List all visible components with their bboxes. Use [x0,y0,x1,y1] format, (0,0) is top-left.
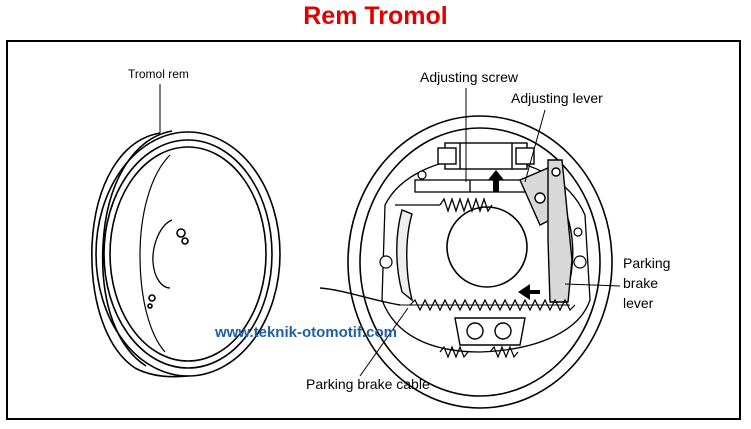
adjusting-lever-label: Adjusting lever [511,90,603,106]
parking-brake-cable [319,287,401,306]
upper-return-spring [439,196,493,214]
parking-brake-cable-label: Parking brake cable [306,376,430,392]
parking-brake-lever [547,159,573,303]
parking-brake-lever-label-line2: brake [623,275,658,291]
wheel-cylinder [437,142,535,170]
backing-plate-bolts [379,170,587,269]
adjusting-screw [414,179,526,193]
anchor-block [454,317,526,346]
parking-brake-lever-label-line3: lever [623,295,654,311]
lower-return-spring [439,345,469,359]
adjusting-screw-label: Adjusting screw [420,69,519,85]
watermark: www.teknik-otomotif.com [214,324,397,341]
parking-brake-lever-label-line1: Parking [623,255,670,271]
drum-label: Tromol rem [128,67,189,81]
page-title: Rem Tromol [303,2,448,30]
adjust-arrow-icon [488,170,504,192]
brake-drum [91,130,281,378]
cable-arrow-icon [518,284,540,300]
